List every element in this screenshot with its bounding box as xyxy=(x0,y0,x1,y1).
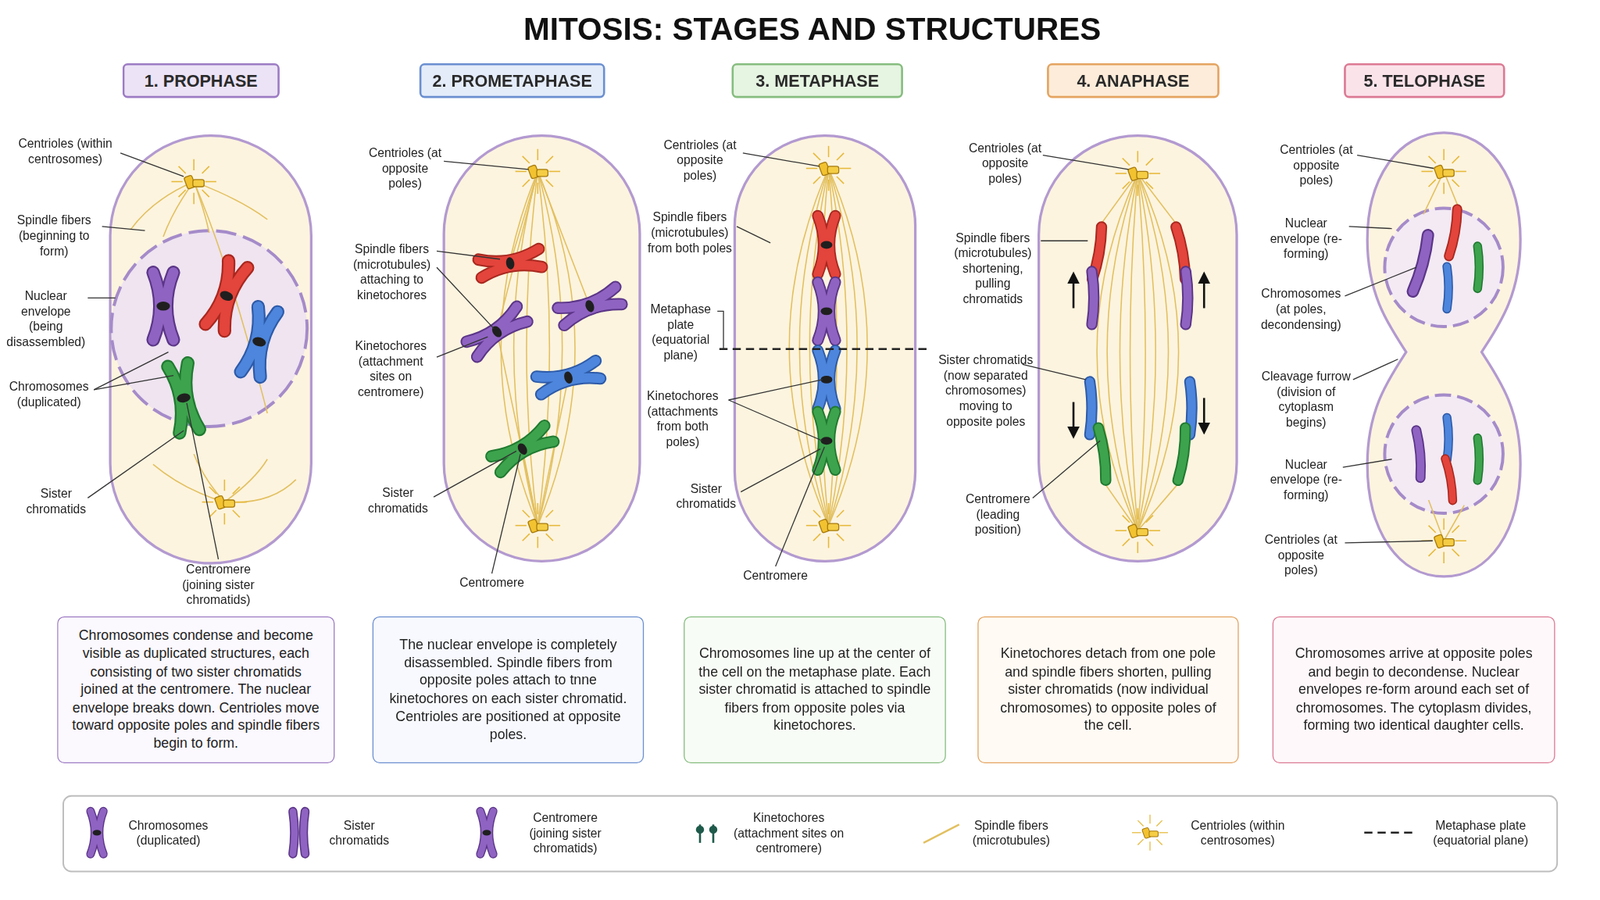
metaphase-plate-line xyxy=(719,347,929,350)
callout-label: Sister chromatids xyxy=(670,481,742,512)
stage-header: 2. PROMETAPHASE xyxy=(419,63,606,98)
stage-description-box: Chromosomes line up at the center of the… xyxy=(683,616,947,764)
cell-outlines xyxy=(110,132,1521,577)
legend-entry: Spindle fibers (microtubules) xyxy=(965,818,1058,850)
stage-description: Chromosomes arrive at opposite poles and… xyxy=(1285,644,1543,735)
stage-header: 5. TELOPHASE xyxy=(1343,63,1505,98)
stage-description: The nuclear envelope is completely disas… xyxy=(385,635,631,744)
stage-description: Chromosomes condense and become visible … xyxy=(70,627,322,754)
callout-label: Spindle fibers (beginning to form) xyxy=(7,213,100,260)
stage-description-box: Chromosomes condense and become visible … xyxy=(57,616,335,764)
callout-label: Centromere (joining sister chromatids) xyxy=(167,562,270,609)
legend-entry: Metaphase plate (equatorial plane) xyxy=(1427,818,1535,850)
stage-title: 3. METAPHASE xyxy=(755,71,879,91)
callout-label: Nuclear envelope (re-forming) xyxy=(1265,457,1347,504)
chromosomes xyxy=(153,209,1479,501)
legend-text: Spindle fibers (microtubules) xyxy=(972,818,1050,849)
callout-label: Centromere xyxy=(724,568,827,585)
legend-text: Sister chromatids xyxy=(328,818,390,849)
callout-label: Centrioles (at opposite poles) xyxy=(964,140,1046,187)
nuclear-envelope xyxy=(1384,207,1504,327)
stage-title: 4. ANAPHASE xyxy=(1076,71,1190,91)
legend-text: Kinetochores (attachment sites on centro… xyxy=(733,810,844,856)
legend-entry: Centromere (joining sister chromatids) xyxy=(511,810,619,858)
callout-label: Centrioles (at opposite poles) xyxy=(1275,142,1358,190)
callout-label: Chromosomes (duplicated) xyxy=(3,379,96,411)
callout-label: Metaphase plate (equatorial plane) xyxy=(644,302,716,364)
leader-lines xyxy=(87,153,1434,574)
stage-description: Kinetochores detach from one pole and sp… xyxy=(990,644,1225,735)
stage-title: 1. PROPHASE xyxy=(144,71,258,91)
spindle-fibers xyxy=(130,168,1465,542)
callout-label: Centrioles (within centrosomes) xyxy=(3,136,127,168)
prometaphase-cell xyxy=(443,135,640,562)
stage-description-box: Chromosomes arrive at opposite poles and… xyxy=(1272,616,1556,764)
legend-text: Centrioles (within centrosomes) xyxy=(1190,818,1285,849)
diagram-title: MITOSIS: STAGES AND STRUCTURES xyxy=(403,10,1221,50)
callout-label: Nuclear envelope (being disassembled) xyxy=(5,289,87,350)
stage-header: 4. ANAPHASE xyxy=(1046,63,1220,98)
legend-text: Metaphase plate (equatorial plane) xyxy=(1432,818,1529,849)
stage-description-box: Kinetochores detach from one pole and sp… xyxy=(977,616,1239,764)
legend-frame xyxy=(63,796,1558,872)
centrioles xyxy=(171,146,1466,564)
nuclear-envelope xyxy=(110,230,308,427)
telophase-cell xyxy=(1367,132,1521,577)
legend-text: Centromere (joining sister chromatids) xyxy=(528,810,601,856)
stage-description-box: The nuclear envelope is completely disas… xyxy=(372,616,644,764)
anaphase-cell xyxy=(1039,135,1237,562)
callout-label: Nuclear envelope (re-forming) xyxy=(1265,216,1347,263)
callout-label: Spindle fibers (microtubules) attaching … xyxy=(346,242,439,304)
callout-label: Sister chromatids xyxy=(362,485,434,517)
prophase-cell xyxy=(110,135,311,564)
callout-label: Kinetochores (attachments from both pole… xyxy=(639,389,726,450)
legend-entry: Centrioles (within centrosomes) xyxy=(1176,818,1300,850)
callout-label: Cleavage furrow (division of cytoplasm b… xyxy=(1260,369,1353,431)
stage-header: 3. METAPHASE xyxy=(731,63,903,98)
callout-label: Chromosomes (at poles, decondensing) xyxy=(1252,286,1350,333)
callout-label: Sister chromatids xyxy=(20,486,92,518)
callout-label: Centrioles (at opposite poles) xyxy=(659,137,741,184)
legend-text: Chromosomes (duplicated) xyxy=(128,818,209,849)
stage-header: 1. PROPHASE xyxy=(122,63,280,98)
callout-label: Centrioles (at opposite poles) xyxy=(1260,532,1342,579)
stage-title: 2. PROMETAPHASE xyxy=(432,71,592,91)
legend-entry: Chromosomes (duplicated) xyxy=(122,818,215,850)
stage-title: 5. TELOPHASE xyxy=(1363,71,1486,91)
callout-label: Spindle fibers (microtubules) from both … xyxy=(646,210,733,257)
callout-label: Centromere (leading position) xyxy=(957,492,1039,539)
legend-entry: Kinetochores (attachment sites on centro… xyxy=(725,810,853,858)
legend-entry: Sister chromatids xyxy=(323,818,395,850)
callout-label: Sister chromatids (now separated chromos… xyxy=(937,353,1035,430)
callout-label: Centromere xyxy=(440,575,543,592)
nuclear-envelope xyxy=(1384,394,1504,514)
movement-arrows xyxy=(1073,277,1204,433)
stage-description: Chromosomes line up at the center of the… xyxy=(696,644,933,735)
callout-label: Centrioles (at opposite poles) xyxy=(364,146,446,193)
callout-label: Kinetochores (attachment sites on centro… xyxy=(344,339,437,400)
callout-label: Spindle fibers (microtubules) shortening… xyxy=(949,230,1036,308)
